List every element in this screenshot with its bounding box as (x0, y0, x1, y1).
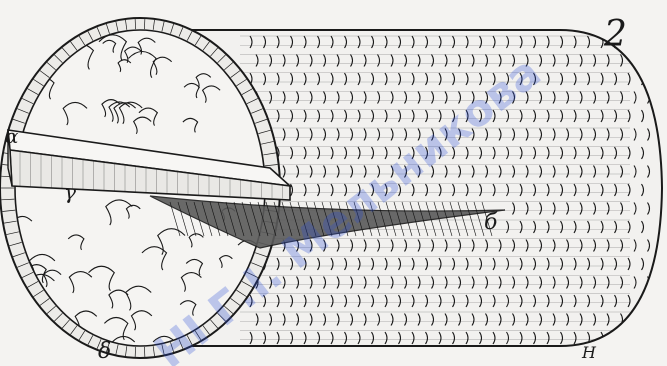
figure-number: 2 (603, 14, 627, 55)
label-alpha: α (5, 124, 19, 148)
label-be: б (484, 210, 498, 235)
label-en: Н (581, 343, 597, 362)
label-delta: δ (98, 339, 111, 364)
label-gamma: γ (64, 180, 76, 204)
